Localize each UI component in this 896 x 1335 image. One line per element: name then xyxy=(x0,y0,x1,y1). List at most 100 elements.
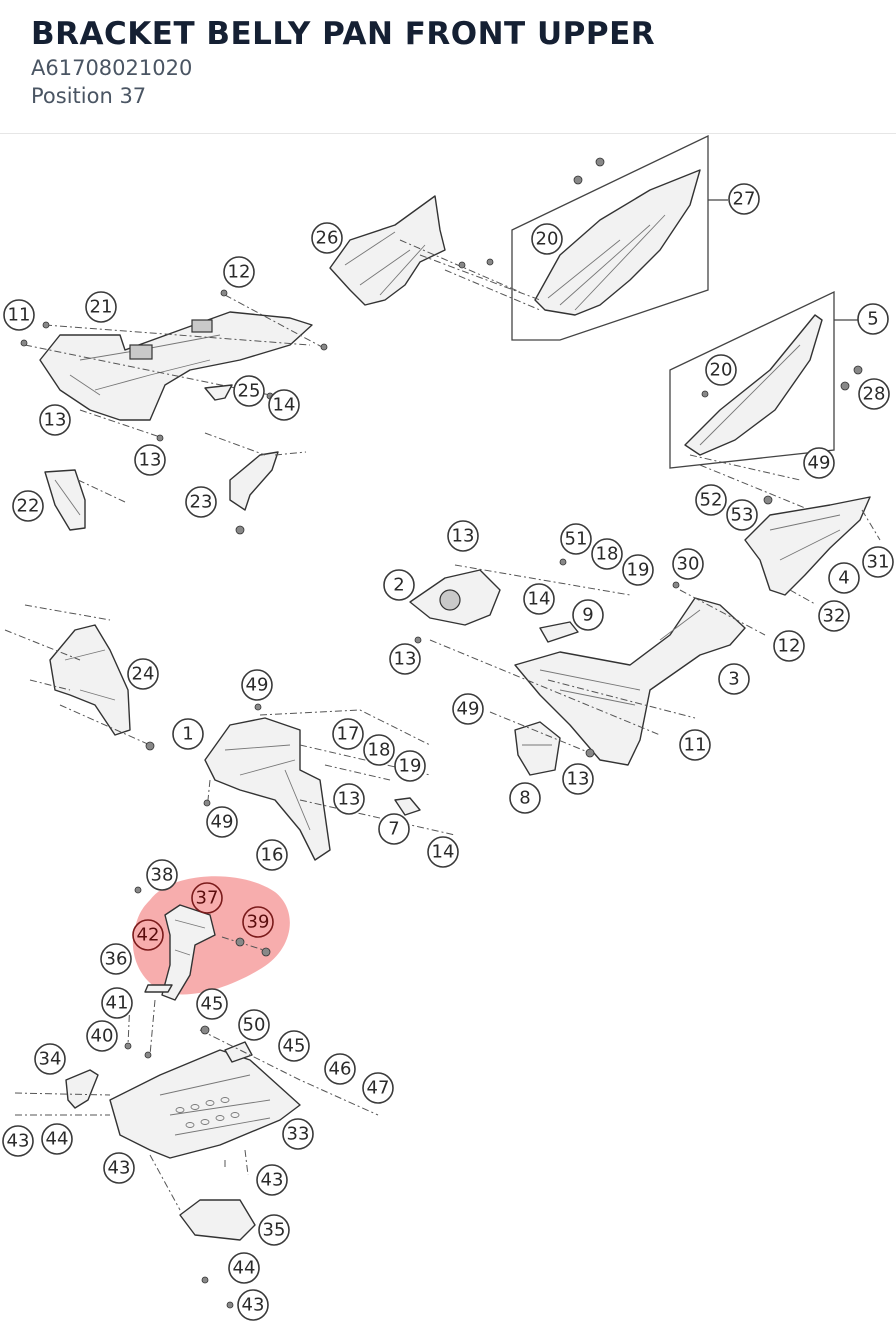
callout-23[interactable]: 23 xyxy=(185,486,217,518)
callout-26[interactable]: 26 xyxy=(311,222,343,254)
callout-49[interactable]: 49 xyxy=(452,693,484,725)
callout-49[interactable]: 49 xyxy=(803,447,835,479)
callout-45[interactable]: 45 xyxy=(278,1030,310,1062)
svg-text:23: 23 xyxy=(190,492,213,513)
callout-18[interactable]: 18 xyxy=(591,538,623,570)
svg-text:36: 36 xyxy=(105,949,128,970)
callout-14[interactable]: 14 xyxy=(427,836,459,868)
svg-text:13: 13 xyxy=(452,526,475,547)
callout-43[interactable]: 43 xyxy=(2,1125,34,1157)
callout-22[interactable]: 22 xyxy=(12,490,44,522)
callout-13[interactable]: 13 xyxy=(562,763,594,795)
callout-13[interactable]: 13 xyxy=(134,444,166,476)
svg-text:21: 21 xyxy=(90,297,113,318)
callout-3[interactable]: 3 xyxy=(718,663,750,695)
svg-text:5: 5 xyxy=(867,309,878,330)
callout-52[interactable]: 52 xyxy=(695,484,727,516)
callout-19[interactable]: 19 xyxy=(622,554,654,586)
callout-45[interactable]: 45 xyxy=(196,988,228,1020)
svg-text:43: 43 xyxy=(7,1131,30,1152)
svg-text:18: 18 xyxy=(368,740,391,761)
callout-33[interactable]: 33 xyxy=(282,1118,314,1150)
svg-text:20: 20 xyxy=(710,360,733,381)
svg-text:3: 3 xyxy=(728,669,739,690)
callout-27[interactable]: 27 xyxy=(728,183,760,215)
callout-37-highlighted[interactable]: 37 xyxy=(191,882,223,914)
callout-39-highlighted[interactable]: 39 xyxy=(242,906,274,938)
svg-text:18: 18 xyxy=(596,544,619,565)
callout-20[interactable]: 20 xyxy=(531,223,563,255)
callout-5[interactable]: 5 xyxy=(857,303,889,335)
callout-43[interactable]: 43 xyxy=(103,1152,135,1184)
callout-28[interactable]: 28 xyxy=(858,378,890,410)
svg-text:32: 32 xyxy=(823,606,846,627)
callout-49[interactable]: 49 xyxy=(206,806,238,838)
callout-9[interactable]: 9 xyxy=(572,599,604,631)
svg-text:8: 8 xyxy=(519,788,530,809)
callout-43[interactable]: 43 xyxy=(256,1164,288,1196)
svg-text:49: 49 xyxy=(808,453,831,474)
callout-21[interactable]: 21 xyxy=(85,291,117,323)
callout-38[interactable]: 38 xyxy=(146,859,178,891)
callout-13[interactable]: 13 xyxy=(447,520,479,552)
callout-42-highlighted[interactable]: 42 xyxy=(132,919,164,951)
svg-text:22: 22 xyxy=(17,496,40,517)
callout-30[interactable]: 30 xyxy=(672,548,704,580)
callout-18[interactable]: 18 xyxy=(363,734,395,766)
part-group-5 xyxy=(669,290,863,511)
part-group-1 xyxy=(203,703,456,861)
callout-11[interactable]: 11 xyxy=(679,729,711,761)
part-position: Position 37 xyxy=(31,84,147,108)
callout-35[interactable]: 35 xyxy=(258,1214,290,1246)
callout-41[interactable]: 41 xyxy=(101,987,133,1019)
part-group-2-3 xyxy=(409,558,766,766)
svg-text:45: 45 xyxy=(201,994,224,1015)
callout-8[interactable]: 8 xyxy=(509,782,541,814)
callout-46[interactable]: 46 xyxy=(324,1053,356,1085)
callout-13[interactable]: 13 xyxy=(39,404,71,436)
callout-11[interactable]: 11 xyxy=(3,299,35,331)
svg-text:42: 42 xyxy=(137,925,160,946)
svg-text:28: 28 xyxy=(863,384,886,405)
callout-25[interactable]: 25 xyxy=(233,375,265,407)
svg-text:19: 19 xyxy=(399,756,422,777)
svg-text:20: 20 xyxy=(536,229,559,250)
callout-43[interactable]: 43 xyxy=(237,1289,269,1321)
svg-text:35: 35 xyxy=(263,1220,286,1241)
callout-44[interactable]: 44 xyxy=(41,1123,73,1155)
callout-36[interactable]: 36 xyxy=(100,943,132,975)
callout-19[interactable]: 19 xyxy=(394,750,426,782)
callout-14[interactable]: 14 xyxy=(268,389,300,421)
callout-16[interactable]: 16 xyxy=(256,839,288,871)
svg-text:34: 34 xyxy=(39,1049,62,1070)
svg-text:41: 41 xyxy=(106,993,129,1014)
callout-50[interactable]: 50 xyxy=(238,1009,270,1041)
callout-53[interactable]: 53 xyxy=(726,499,758,531)
callout-32[interactable]: 32 xyxy=(818,600,850,632)
callout-47[interactable]: 47 xyxy=(362,1072,394,1104)
callout-13[interactable]: 13 xyxy=(389,643,421,675)
callout-20[interactable]: 20 xyxy=(705,354,737,386)
callout-2[interactable]: 2 xyxy=(383,569,415,601)
callout-17[interactable]: 17 xyxy=(332,718,364,750)
svg-text:30: 30 xyxy=(677,554,700,575)
callout-7[interactable]: 7 xyxy=(378,813,410,845)
callout-24[interactable]: 24 xyxy=(127,658,159,690)
callout-49[interactable]: 49 xyxy=(241,669,273,701)
callout-14[interactable]: 14 xyxy=(523,583,555,615)
svg-text:4: 4 xyxy=(838,568,849,589)
callout-1[interactable]: 1 xyxy=(172,718,204,750)
part-number: A61708021020 xyxy=(31,56,193,80)
callout-13[interactable]: 13 xyxy=(333,783,365,815)
svg-text:13: 13 xyxy=(44,410,67,431)
callout-40[interactable]: 40 xyxy=(86,1020,118,1052)
callout-51[interactable]: 51 xyxy=(560,523,592,555)
callout-12[interactable]: 12 xyxy=(223,256,255,288)
callout-44[interactable]: 44 xyxy=(228,1252,260,1284)
part-group-24 xyxy=(4,604,155,751)
callout-34[interactable]: 34 xyxy=(34,1043,66,1075)
svg-text:11: 11 xyxy=(684,735,707,756)
callout-31[interactable]: 31 xyxy=(862,546,894,578)
callout-12[interactable]: 12 xyxy=(773,630,805,662)
callout-4[interactable]: 4 xyxy=(828,562,860,594)
